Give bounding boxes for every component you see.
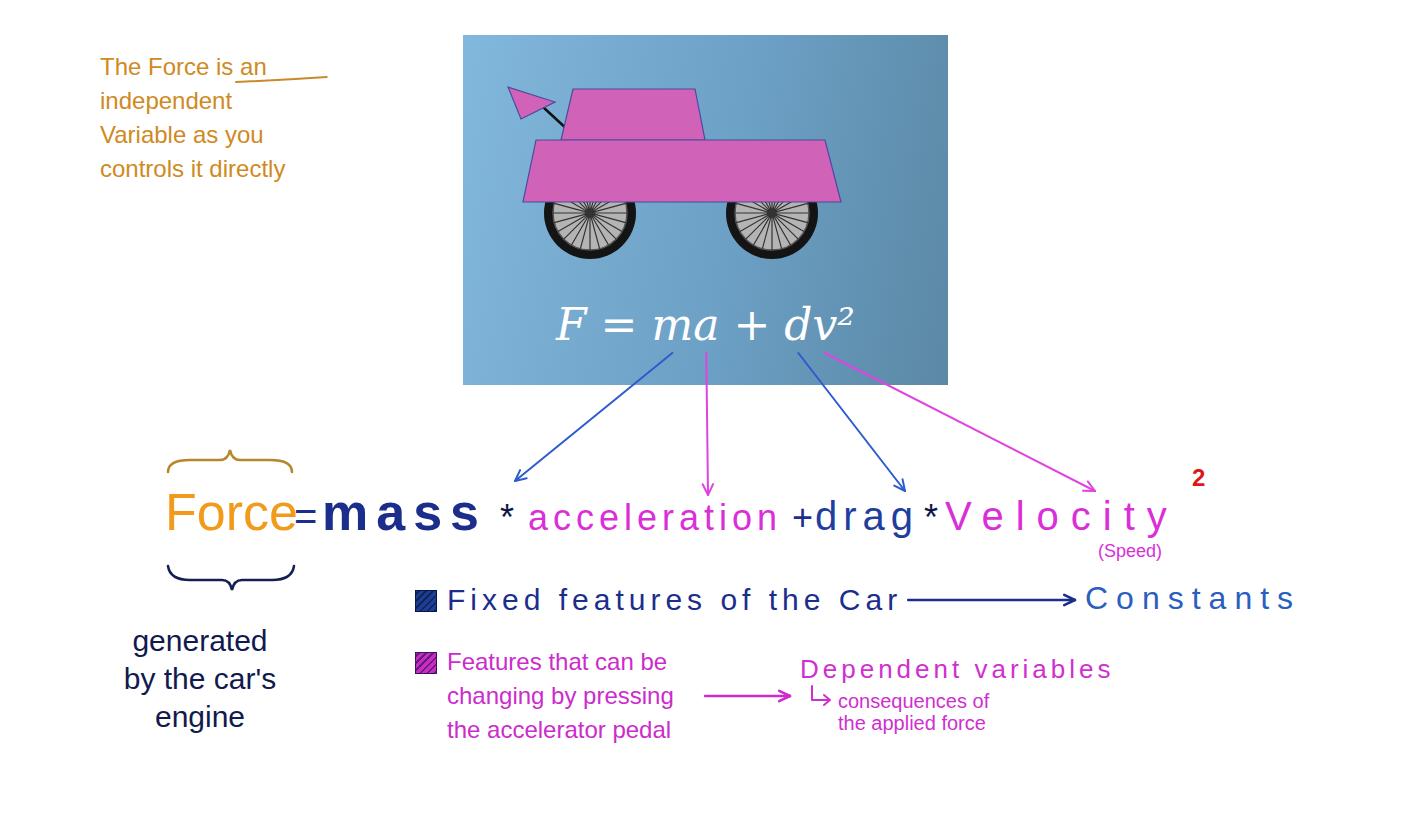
exponent: 2 <box>1192 466 1205 490</box>
legend-text: Features that can be changing by pressin… <box>447 645 697 747</box>
leader-head <box>779 691 790 701</box>
constants-label: Constants <box>1085 582 1301 614</box>
car-body <box>523 140 841 202</box>
car-illustration <box>463 35 948 295</box>
acceleration-word: acceleration <box>528 500 782 536</box>
velocity-word: Velocity <box>945 496 1179 536</box>
legend-arrow <box>705 691 790 701</box>
times-sign: * <box>924 500 938 536</box>
drag-word: drag <box>815 496 919 536</box>
leader-head <box>515 470 527 481</box>
force-word: Force <box>165 486 298 538</box>
legend-arrow <box>908 595 1075 605</box>
legend-swatch <box>415 652 437 674</box>
speed-note: (Speed) <box>1098 542 1162 560</box>
legend-swatch <box>415 590 437 612</box>
formula-text: F = ma + dv² <box>463 295 948 375</box>
car-cabin <box>561 89 705 140</box>
formula-panel: F = ma + dv² <box>463 35 948 385</box>
times-sign: * <box>500 500 514 536</box>
leader-head <box>1083 481 1095 491</box>
leader-shaft <box>705 695 790 698</box>
plus-sign: + <box>792 500 813 536</box>
engine-note: generated by the car's engine <box>115 622 285 736</box>
leader-shaft <box>908 599 1075 602</box>
note-text: The Force is an independent Variable as … <box>100 50 325 186</box>
top-brace <box>168 450 292 472</box>
mass-word: mass <box>322 486 487 538</box>
formula-pointer <box>825 353 1095 491</box>
consequence-note: consequences of the applied force <box>838 690 1013 734</box>
leader-head <box>703 484 713 495</box>
leader-shaft <box>825 353 1095 491</box>
equals-sign: = <box>294 496 317 536</box>
legend-text: Fixed features of the Car <box>447 585 902 615</box>
leader-head <box>894 479 905 491</box>
dependent-label: Dependent variables <box>800 656 1115 682</box>
bottom-brace <box>168 566 294 590</box>
spoiler <box>508 87 555 119</box>
hook-arrow <box>812 686 830 705</box>
leader-head <box>1064 595 1075 605</box>
